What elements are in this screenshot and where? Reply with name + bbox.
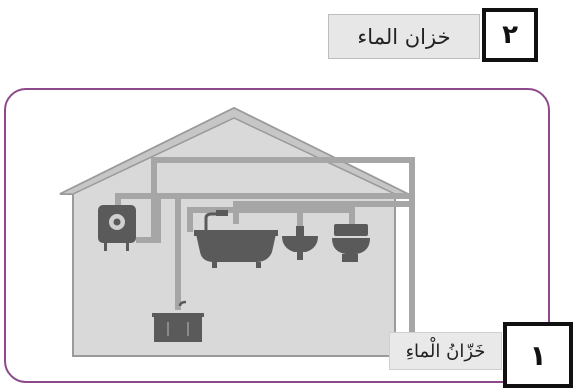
label-number-2: ٢: [482, 8, 538, 62]
toilet-icon: [332, 224, 370, 262]
diagram-frame: [4, 88, 550, 383]
label-number-1: ١: [503, 322, 573, 388]
water-pipes: [115, 157, 415, 342]
water-tank-label: خَزّانُ الْماءِ: [389, 332, 502, 370]
sink-icon: [282, 226, 318, 260]
kitchen-sink-icon: [152, 300, 204, 342]
answer-label-water-tank: خزان الماء: [328, 14, 480, 59]
water-heater-icon: [98, 205, 136, 251]
bathtub-icon: [194, 210, 278, 268]
